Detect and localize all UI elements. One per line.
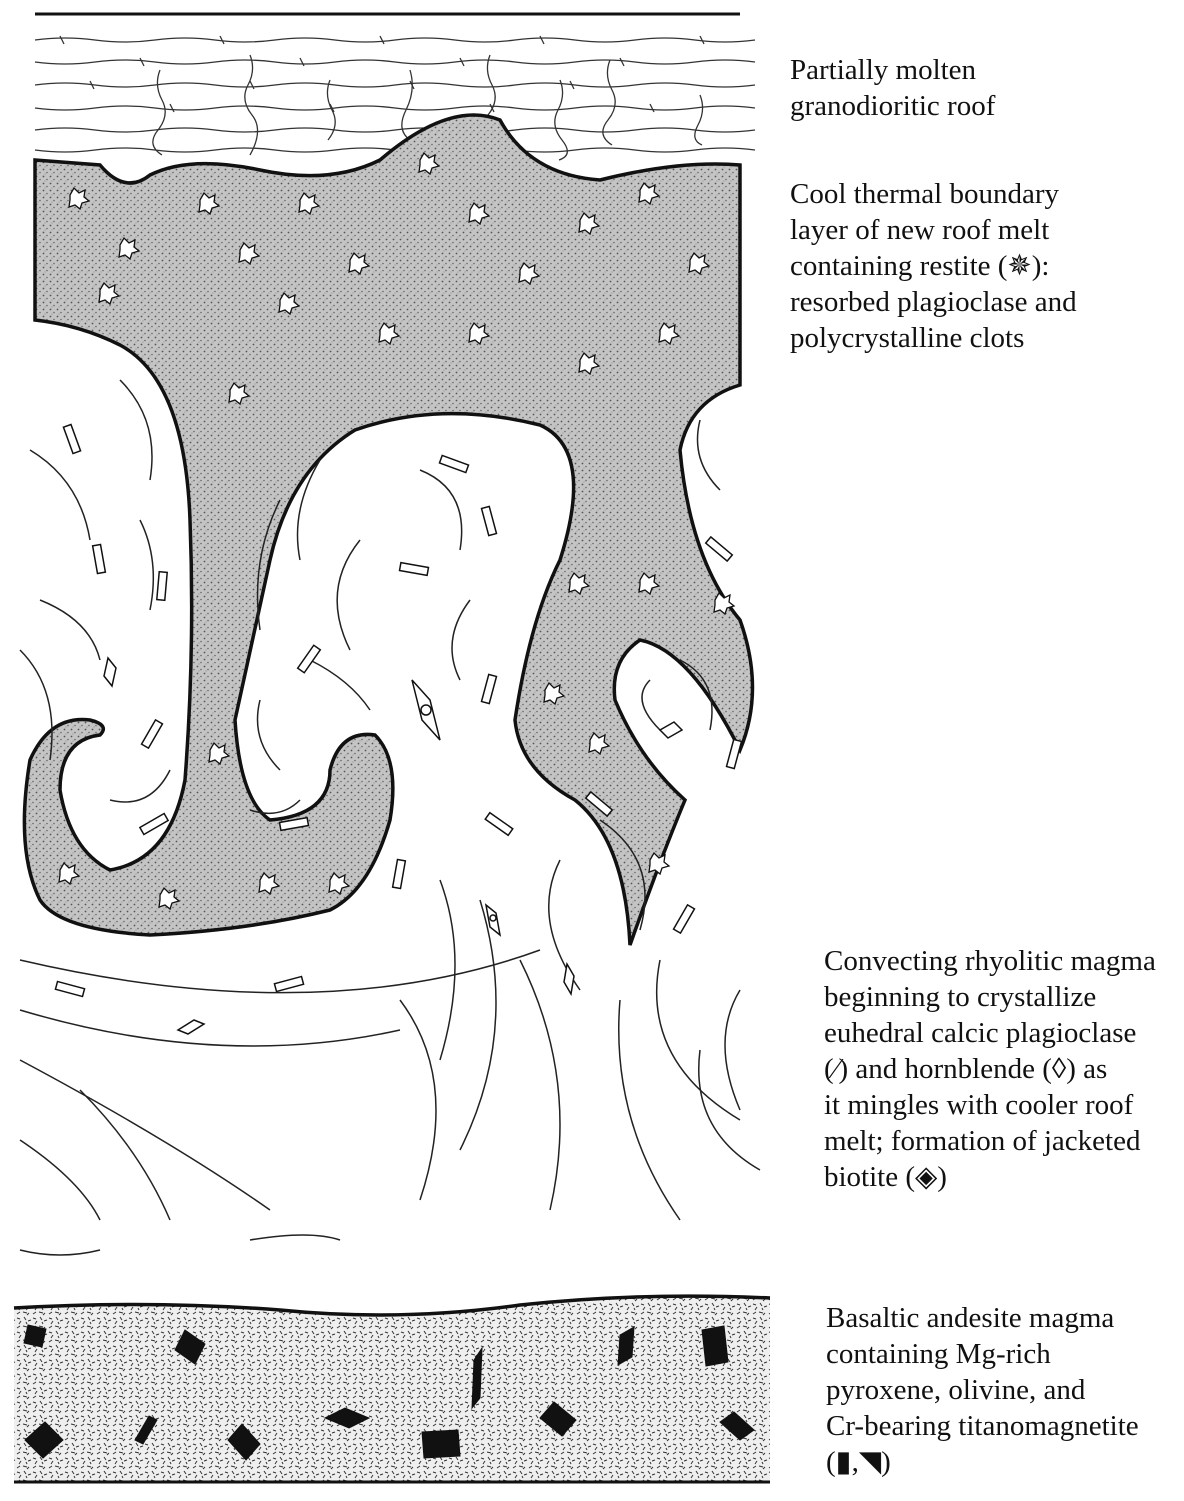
label-convecting-rhyolitic-magma: Convecting rhyolitic magma beginning to … [824, 943, 1156, 1195]
label-line: layer of new roof melt [790, 212, 1077, 248]
label-line: (▮,◥) [826, 1444, 1139, 1480]
label-line: (∕) and hornblende (◊) as [824, 1051, 1156, 1087]
label-line: granodioritic roof [790, 88, 995, 124]
label-thermal-boundary-layer: Cool thermal boundary layer of new roof … [790, 176, 1077, 356]
label-basaltic-andesite-magma: Basaltic andesite magma containing Mg-ri… [826, 1300, 1139, 1480]
label-line: Basaltic andesite magma [826, 1300, 1139, 1336]
jacketed-biotite [412, 680, 500, 935]
label-line: biotite (◈) [824, 1159, 1156, 1195]
label-line: polycrystalline clots [790, 320, 1077, 356]
boundary-layer [24, 115, 752, 945]
label-line: Convecting rhyolitic magma [824, 943, 1156, 979]
label-line: Cr-bearing titanomagnetite [826, 1408, 1139, 1444]
label-line: it mingles with cooler roof [824, 1087, 1156, 1123]
label-line: melt; formation of jacketed [824, 1123, 1156, 1159]
label-line: euhedral calcic plagioclase [824, 1015, 1156, 1051]
label-line: pyroxene, olivine, and [826, 1372, 1139, 1408]
label-line: beginning to crystallize [824, 979, 1156, 1015]
label-granodioritic-roof: Partially molten granodioritic roof [790, 52, 995, 124]
label-line: containing restite (✵): [790, 248, 1077, 284]
basaltic-andesite-layer [14, 1296, 770, 1482]
label-line: Cool thermal boundary [790, 176, 1077, 212]
label-line: resorbed plagioclase and [790, 284, 1077, 320]
label-line: Partially molten [790, 52, 995, 88]
label-line: containing Mg-rich [826, 1336, 1139, 1372]
roof-hatching [35, 36, 755, 160]
